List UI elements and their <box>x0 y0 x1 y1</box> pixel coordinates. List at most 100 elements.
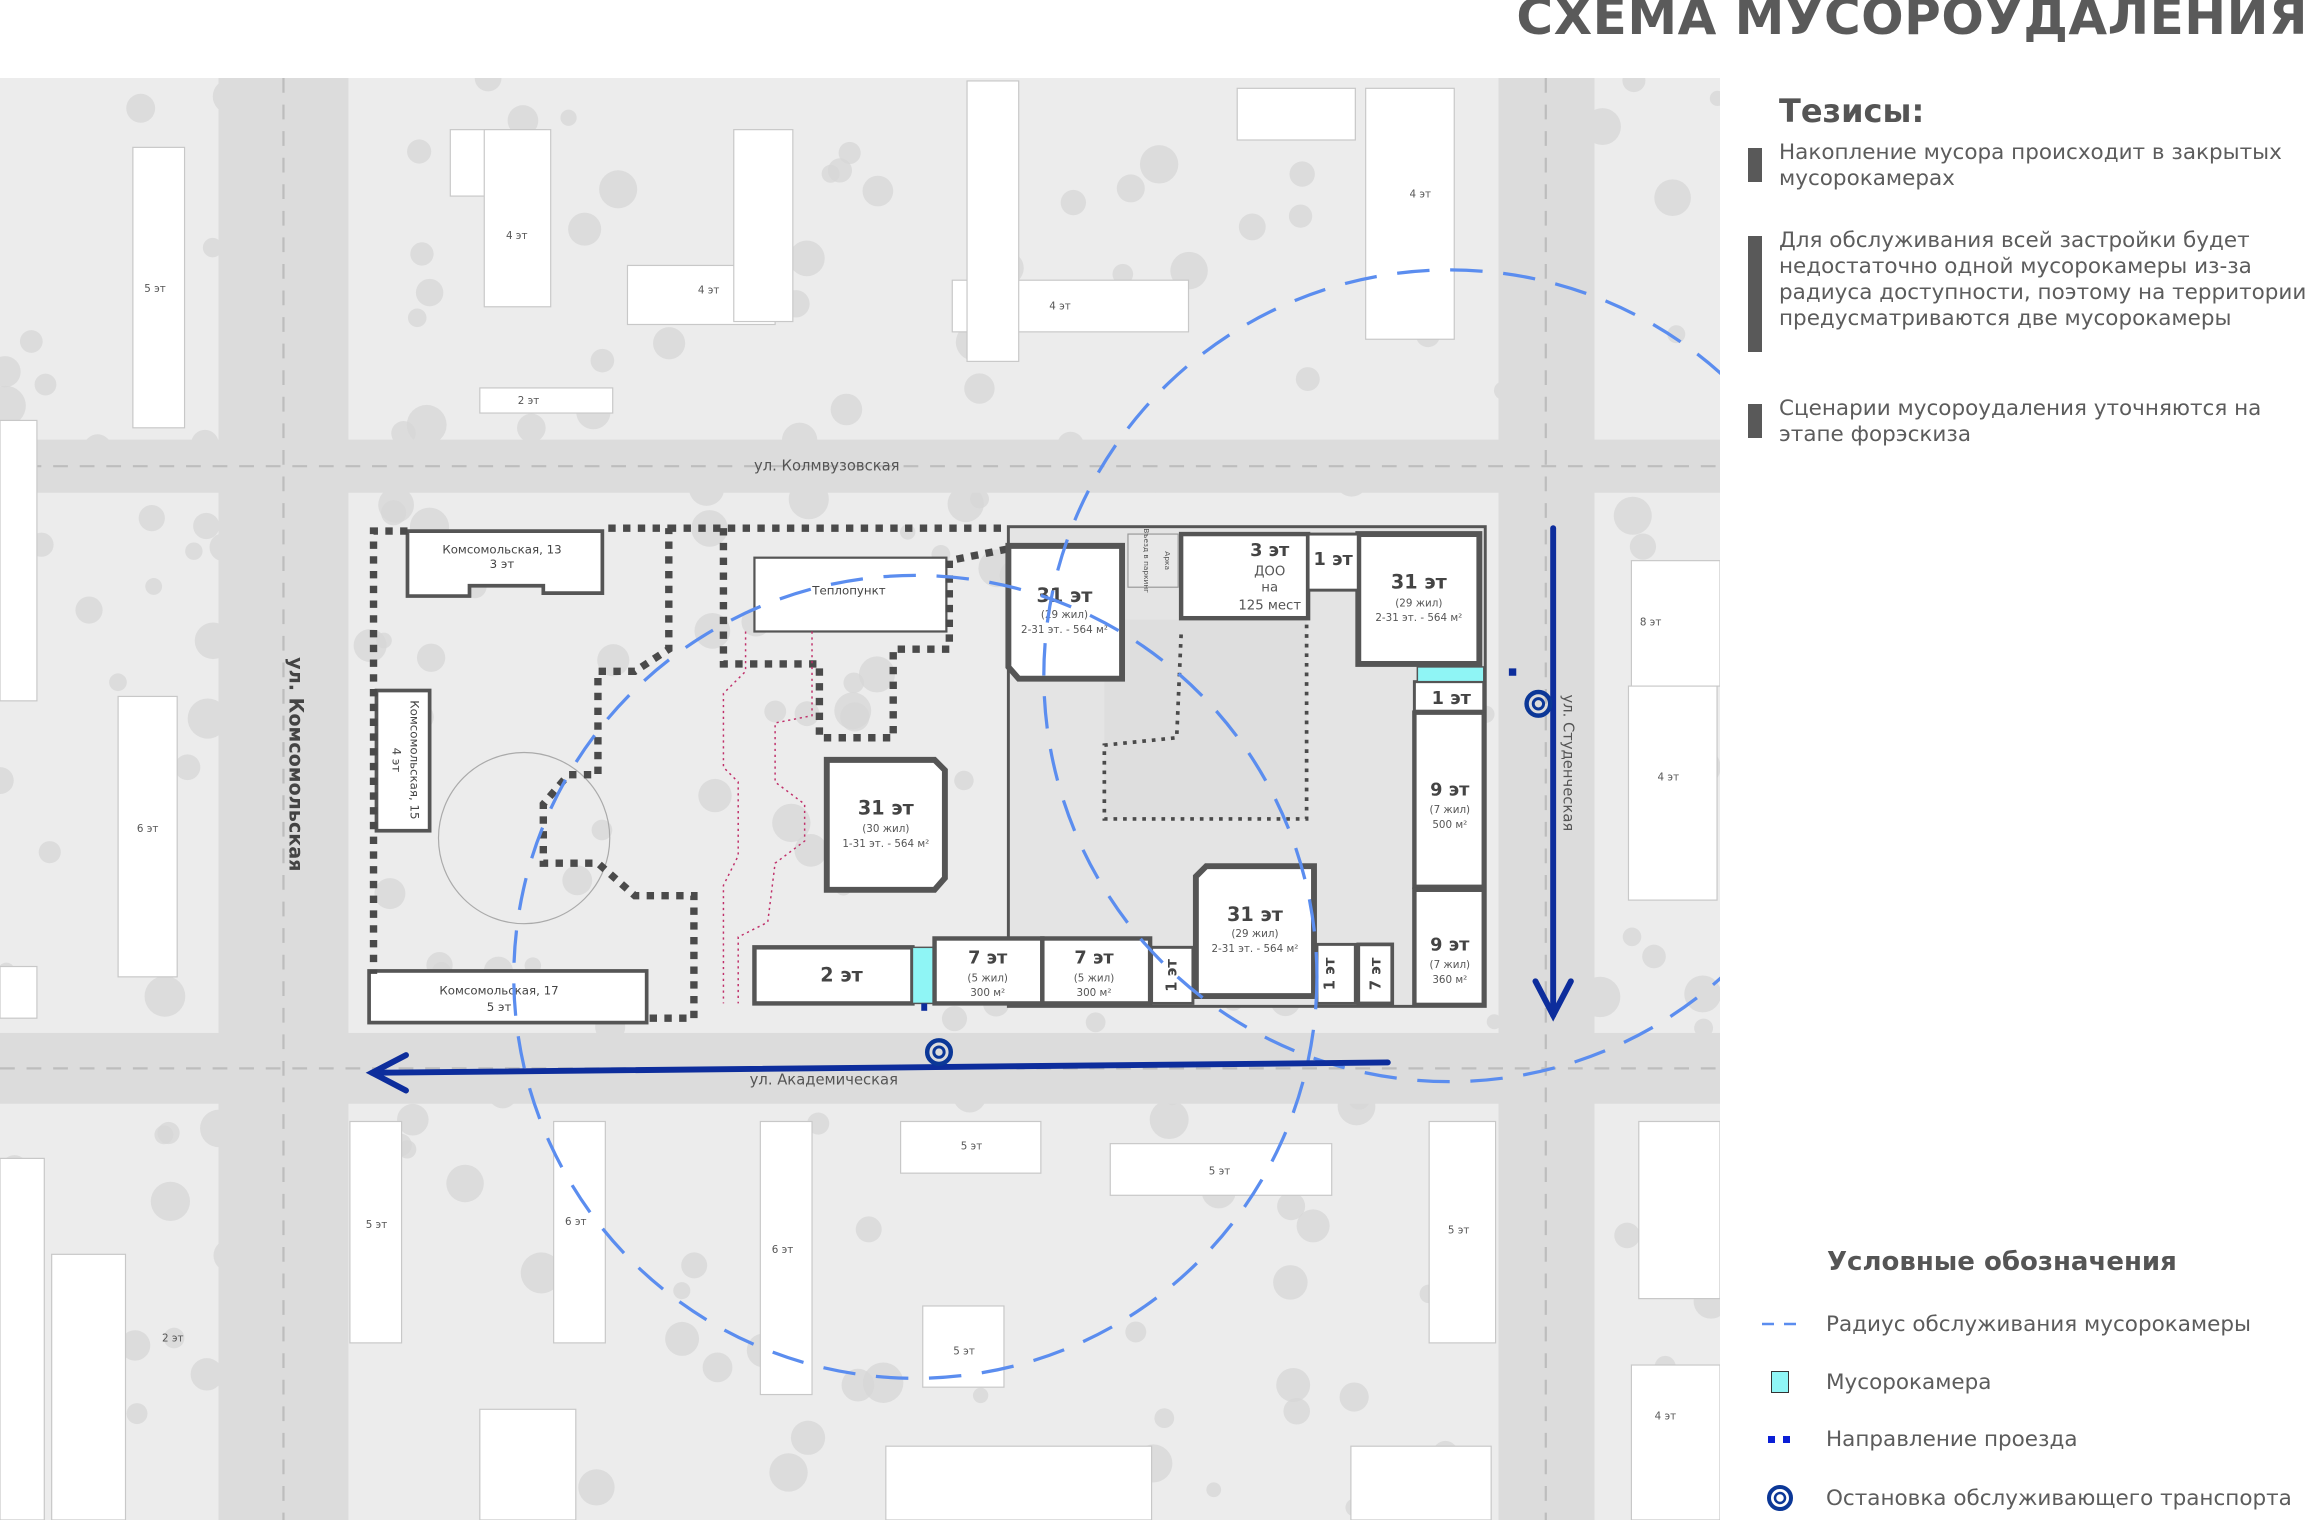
tree <box>1289 161 1315 187</box>
tree <box>972 1387 989 1404</box>
tree <box>126 1403 148 1425</box>
legend-item-radius: Радиус обслуживания мусорокамеры <box>1760 1309 2251 1339</box>
tree <box>964 373 995 404</box>
svg-text:7 эт: 7 эт <box>968 949 1008 969</box>
svg-text:1 эт: 1 эт <box>1432 689 1472 709</box>
legend-heading: Условные обозначения <box>1827 1247 2177 1277</box>
context-building-label: 4 эт <box>698 284 720 296</box>
context-building: 4 эт <box>1365 87 1455 340</box>
building-9-floors-a: 9 эт (7 жил) 500 м² <box>1412 710 1486 890</box>
tree <box>474 78 502 92</box>
context-building <box>1638 1120 1720 1300</box>
svg-text:(5 жил): (5 жил) <box>1074 972 1115 984</box>
courtyard <box>1104 619 1307 819</box>
svg-text:2-31 эт. - 564 м²: 2-31 эт. - 564 м² <box>1211 943 1298 955</box>
tree <box>1276 1367 1311 1402</box>
tree <box>1642 944 1666 969</box>
context-building-label: 5 эт <box>144 283 166 295</box>
tree <box>858 656 895 693</box>
tree <box>75 596 103 624</box>
arch-parking-entrance: Въезд в паркинг Арка <box>1127 528 1179 593</box>
service-radius-circle-1 <box>512 573 1319 1380</box>
round-square <box>437 751 611 925</box>
tree <box>562 865 593 896</box>
tree <box>119 1330 151 1361</box>
context-building <box>0 965 38 1019</box>
tree <box>941 1006 968 1032</box>
building-1-floor-right: 1 эт <box>1412 680 1486 713</box>
context-building: 5 эт <box>1428 1120 1497 1344</box>
context-building: 4 эт <box>1627 685 1718 901</box>
building-7-floors-a: 7 эт (5 жил) 300 м² <box>932 936 1045 1006</box>
svg-text:2 эт: 2 эт <box>820 963 863 986</box>
context-building-label: 6 эт <box>565 1216 587 1228</box>
arrowhead-left-icon <box>365 1052 409 1094</box>
context-building <box>479 1408 577 1520</box>
tree <box>691 510 728 547</box>
context-building-label: 5 эт <box>1209 1166 1231 1178</box>
context-building: 5 эт <box>1109 1143 1333 1196</box>
svg-text:на: на <box>1261 581 1278 596</box>
tree <box>391 421 416 446</box>
tree <box>790 1420 826 1455</box>
building-1-floor-bottom-b: 1 эт <box>1315 942 1357 1005</box>
pedestrian-path-dotted <box>722 631 747 1004</box>
tree <box>1085 1012 1106 1033</box>
thesis-item: Накопление мусора происходит в закрытых … <box>1748 140 2308 192</box>
svg-text:(7 жил): (7 жил) <box>1430 804 1471 816</box>
context-building: 5 эт <box>349 1120 403 1344</box>
tree <box>1273 1265 1308 1300</box>
tree <box>1622 78 1646 93</box>
tree <box>1283 1397 1311 1425</box>
tree <box>665 1321 700 1356</box>
tree <box>821 164 840 183</box>
tree <box>772 803 811 843</box>
context-building-label: 4 эт <box>1655 1411 1677 1423</box>
tree <box>591 819 613 841</box>
tree <box>1139 145 1179 184</box>
svg-text:2-31 эт. - 564 м²: 2-31 эт. - 564 м² <box>1375 612 1462 624</box>
svg-text:Арка: Арка <box>1163 551 1172 570</box>
svg-text:9 эт: 9 эт <box>1430 780 1470 800</box>
tree <box>520 1252 562 1294</box>
chamber-access-marker <box>1508 668 1517 676</box>
svg-text:4 эт: 4 эт <box>390 748 404 773</box>
tree <box>764 700 787 723</box>
tree <box>788 240 825 277</box>
tree <box>163 1327 185 1349</box>
tree <box>1684 975 1720 1013</box>
svg-text:2-31 эт. - 564 м²: 2-31 эт. - 564 м² <box>1021 624 1108 636</box>
tree <box>653 327 686 360</box>
building-7-floors-narrow: 7 эт <box>1356 942 1395 1006</box>
tree <box>190 1358 224 1391</box>
context-building: 4 эт <box>1630 1364 1720 1520</box>
context-building-label: 5 эт <box>953 1346 975 1358</box>
context-building: 6 эт <box>759 1120 813 1396</box>
tree <box>0 385 26 426</box>
street-label-akademicheskaya: ул. Академическая <box>750 1072 898 1089</box>
tree <box>1339 1382 1369 1412</box>
tree <box>855 1216 882 1243</box>
tree <box>954 770 974 791</box>
tree <box>144 975 186 1017</box>
tree <box>150 1181 191 1221</box>
legend-item-stop: Остановка обслуживающего транспорта <box>1760 1483 2292 1513</box>
svg-text:3 эт: 3 эт <box>1250 541 1290 561</box>
context-building-label: 5 эт <box>961 1141 983 1153</box>
building-heat-point: Теплопункт <box>753 556 948 633</box>
svg-text:Комсомольская, 13: Комсомольская, 13 <box>442 542 561 556</box>
svg-text:31 эт: 31 эт <box>858 797 915 820</box>
svg-text:125 мест: 125 мест <box>1238 598 1301 613</box>
svg-text:Комсомольская, 15: Комсомольская, 15 <box>407 700 421 819</box>
tree <box>769 1453 808 1492</box>
svg-text:31 эт: 31 эт <box>1391 571 1448 594</box>
tree <box>843 672 865 694</box>
tree <box>374 878 406 910</box>
context-building-label: 8 эт <box>1640 617 1662 629</box>
tree <box>34 373 57 396</box>
context-building-label: 2 эт <box>518 395 540 407</box>
context-building: 5 эт <box>900 1120 1042 1174</box>
tree <box>381 500 407 526</box>
tree <box>185 542 203 560</box>
tree <box>794 833 828 867</box>
